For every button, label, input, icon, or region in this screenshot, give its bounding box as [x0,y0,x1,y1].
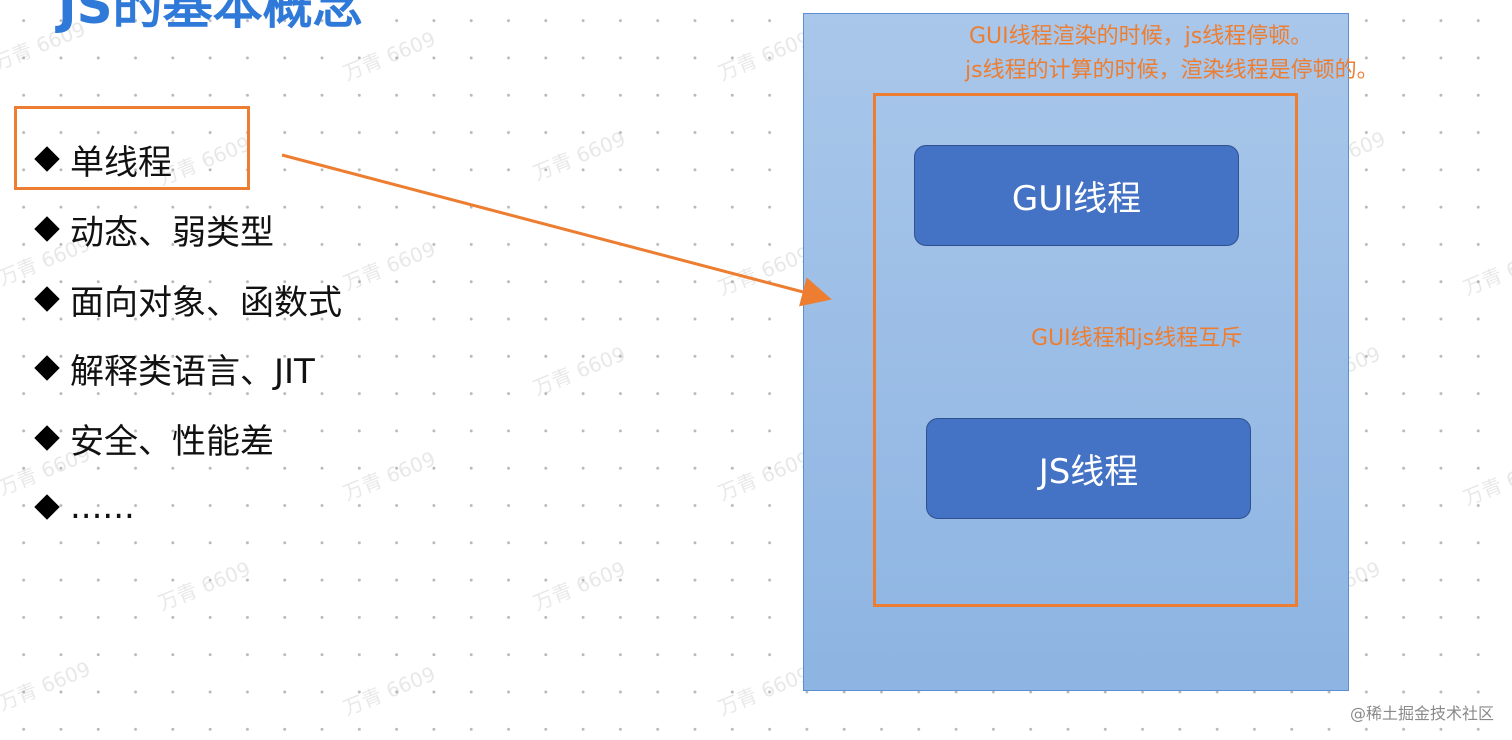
watermark: 万青 6609 [714,446,814,506]
diamond-bullet-icon [34,355,60,381]
watermark: 万青 6609 [529,556,629,616]
slide-title: JS的基本概念 [58,0,363,35]
bullet-item: 安全、性能差 [30,413,274,463]
bullet-item: 面向对象、函数式 [30,274,342,324]
watermark: 万青 6609 [339,236,439,296]
mutex-group-box [873,93,1298,607]
watermark: 万青 6609 [1459,451,1512,511]
top-note-line1: GUI线程渲染的时候，js线程停顿。 [969,24,1313,49]
diamond-bullet-icon [34,286,60,312]
bullet-item: ...... [30,482,135,532]
diamond-bullet-icon [34,146,60,172]
bullet-item: 单线程 [30,134,172,184]
browser-thread-panel [803,13,1349,691]
diamond-bullet-icon [34,425,60,451]
watermark: 万青 6609 [529,341,629,401]
credit-text: @稀土掘金技术社区 [1349,704,1494,723]
watermark: 万青 6609 [339,661,439,721]
mutex-note: GUI线程和js线程互斥 [1031,326,1243,351]
gui-thread-box: GUI线程 [914,145,1239,246]
bullet-text: 面向对象、函数式 [70,282,342,323]
gui-thread-label: GUI线程 [1011,179,1142,219]
bullet-text: ...... [70,487,135,527]
diamond-bullet-icon [34,216,60,242]
watermark: 万青 6609 [714,661,814,721]
watermark: 万青 6609 [529,126,629,186]
watermark: 万青 6609 [714,26,814,86]
diamond-bullet-icon [34,494,60,520]
bullet-highlight-box [14,106,250,190]
top-note-line2: js线程的计算的时候，渲染线程是停顿的。 [965,58,1379,83]
bullet-item: 解释类语言、JIT [30,343,315,393]
bullet-text: 解释类语言、JIT [70,351,315,392]
watermark: 万青 6609 [0,656,94,716]
watermark: 万青 6609 [339,446,439,506]
bullet-text: 动态、弱类型 [70,212,274,253]
js-thread-label: JS线程 [1038,452,1139,492]
watermark: 万青 6609 [1459,241,1512,301]
js-thread-box: JS线程 [926,418,1251,519]
watermark: 万青 6609 [714,241,814,301]
bullet-text: 单线程 [70,142,172,183]
watermark: 万青 6609 [154,556,254,616]
bullet-text: 安全、性能差 [70,421,274,462]
bullet-item: 动态、弱类型 [30,204,274,254]
